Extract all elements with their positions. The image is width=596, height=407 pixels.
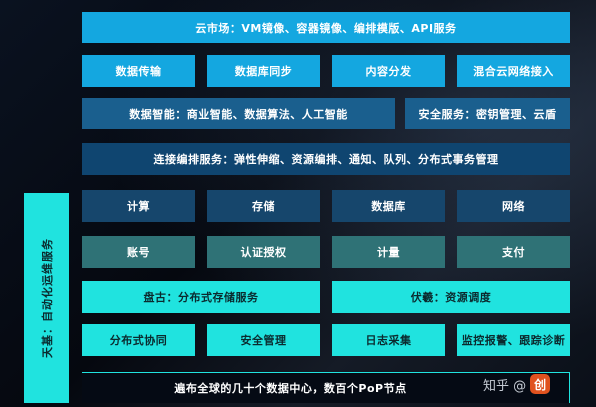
zhihu-watermark: 知乎 @ 创: [483, 374, 551, 394]
content-delivery-box: 内容分发: [332, 55, 445, 87]
metering-box: 计量: [332, 236, 445, 268]
database-sync-box: 数据库同步: [207, 55, 320, 87]
tianji-label: 天基：自动化运维服务: [40, 238, 54, 358]
security-services-box: 安全服务：密钥管理、云盾: [405, 98, 570, 129]
footer-text: 遍布全球的几十个数据中心，数百个PoP节点: [174, 382, 407, 395]
orchestration-services-box: 连接编排服务：弹性伸缩、资源编排、通知、队列、分布式事务管理: [82, 143, 570, 175]
security-management-box: 安全管理: [207, 324, 320, 356]
auth-box: 认证授权: [207, 236, 320, 268]
log-collection-box: 日志采集: [332, 324, 445, 356]
compute-box: 计算: [82, 190, 195, 222]
watermark-text: 知乎 @: [483, 378, 527, 394]
network-box: 网络: [457, 190, 570, 222]
payment-box: 支付: [457, 236, 570, 268]
data-transfer-box: 数据传输: [82, 55, 195, 87]
fuxi-scheduling-box: 伏羲：资源调度: [332, 281, 570, 313]
monitoring-alert-box: 监控报警、跟踪诊断: [457, 324, 570, 356]
global-datacenters-footer: 遍布全球的几十个数据中心，数百个PoP节点: [82, 372, 570, 403]
cloud-market-box: 云市场：VM镜像、容器镜像、编排模版、API服务: [82, 12, 570, 43]
distributed-coordination-box: 分布式协同: [82, 324, 195, 356]
data-intelligence-box: 数据智能：商业智能、数据算法、人工智能: [82, 98, 395, 129]
storage-box: 存储: [207, 190, 320, 222]
watermark-badge-icon: 创: [530, 374, 551, 394]
account-box: 账号: [82, 236, 195, 268]
database-box: 数据库: [332, 190, 445, 222]
pangu-storage-box: 盘古：分布式存储服务: [82, 281, 320, 313]
tianji-automation-ops-bar: 天基：自动化运维服务: [24, 193, 69, 403]
hybrid-cloud-network-box: 混合云网络接入: [457, 55, 570, 87]
